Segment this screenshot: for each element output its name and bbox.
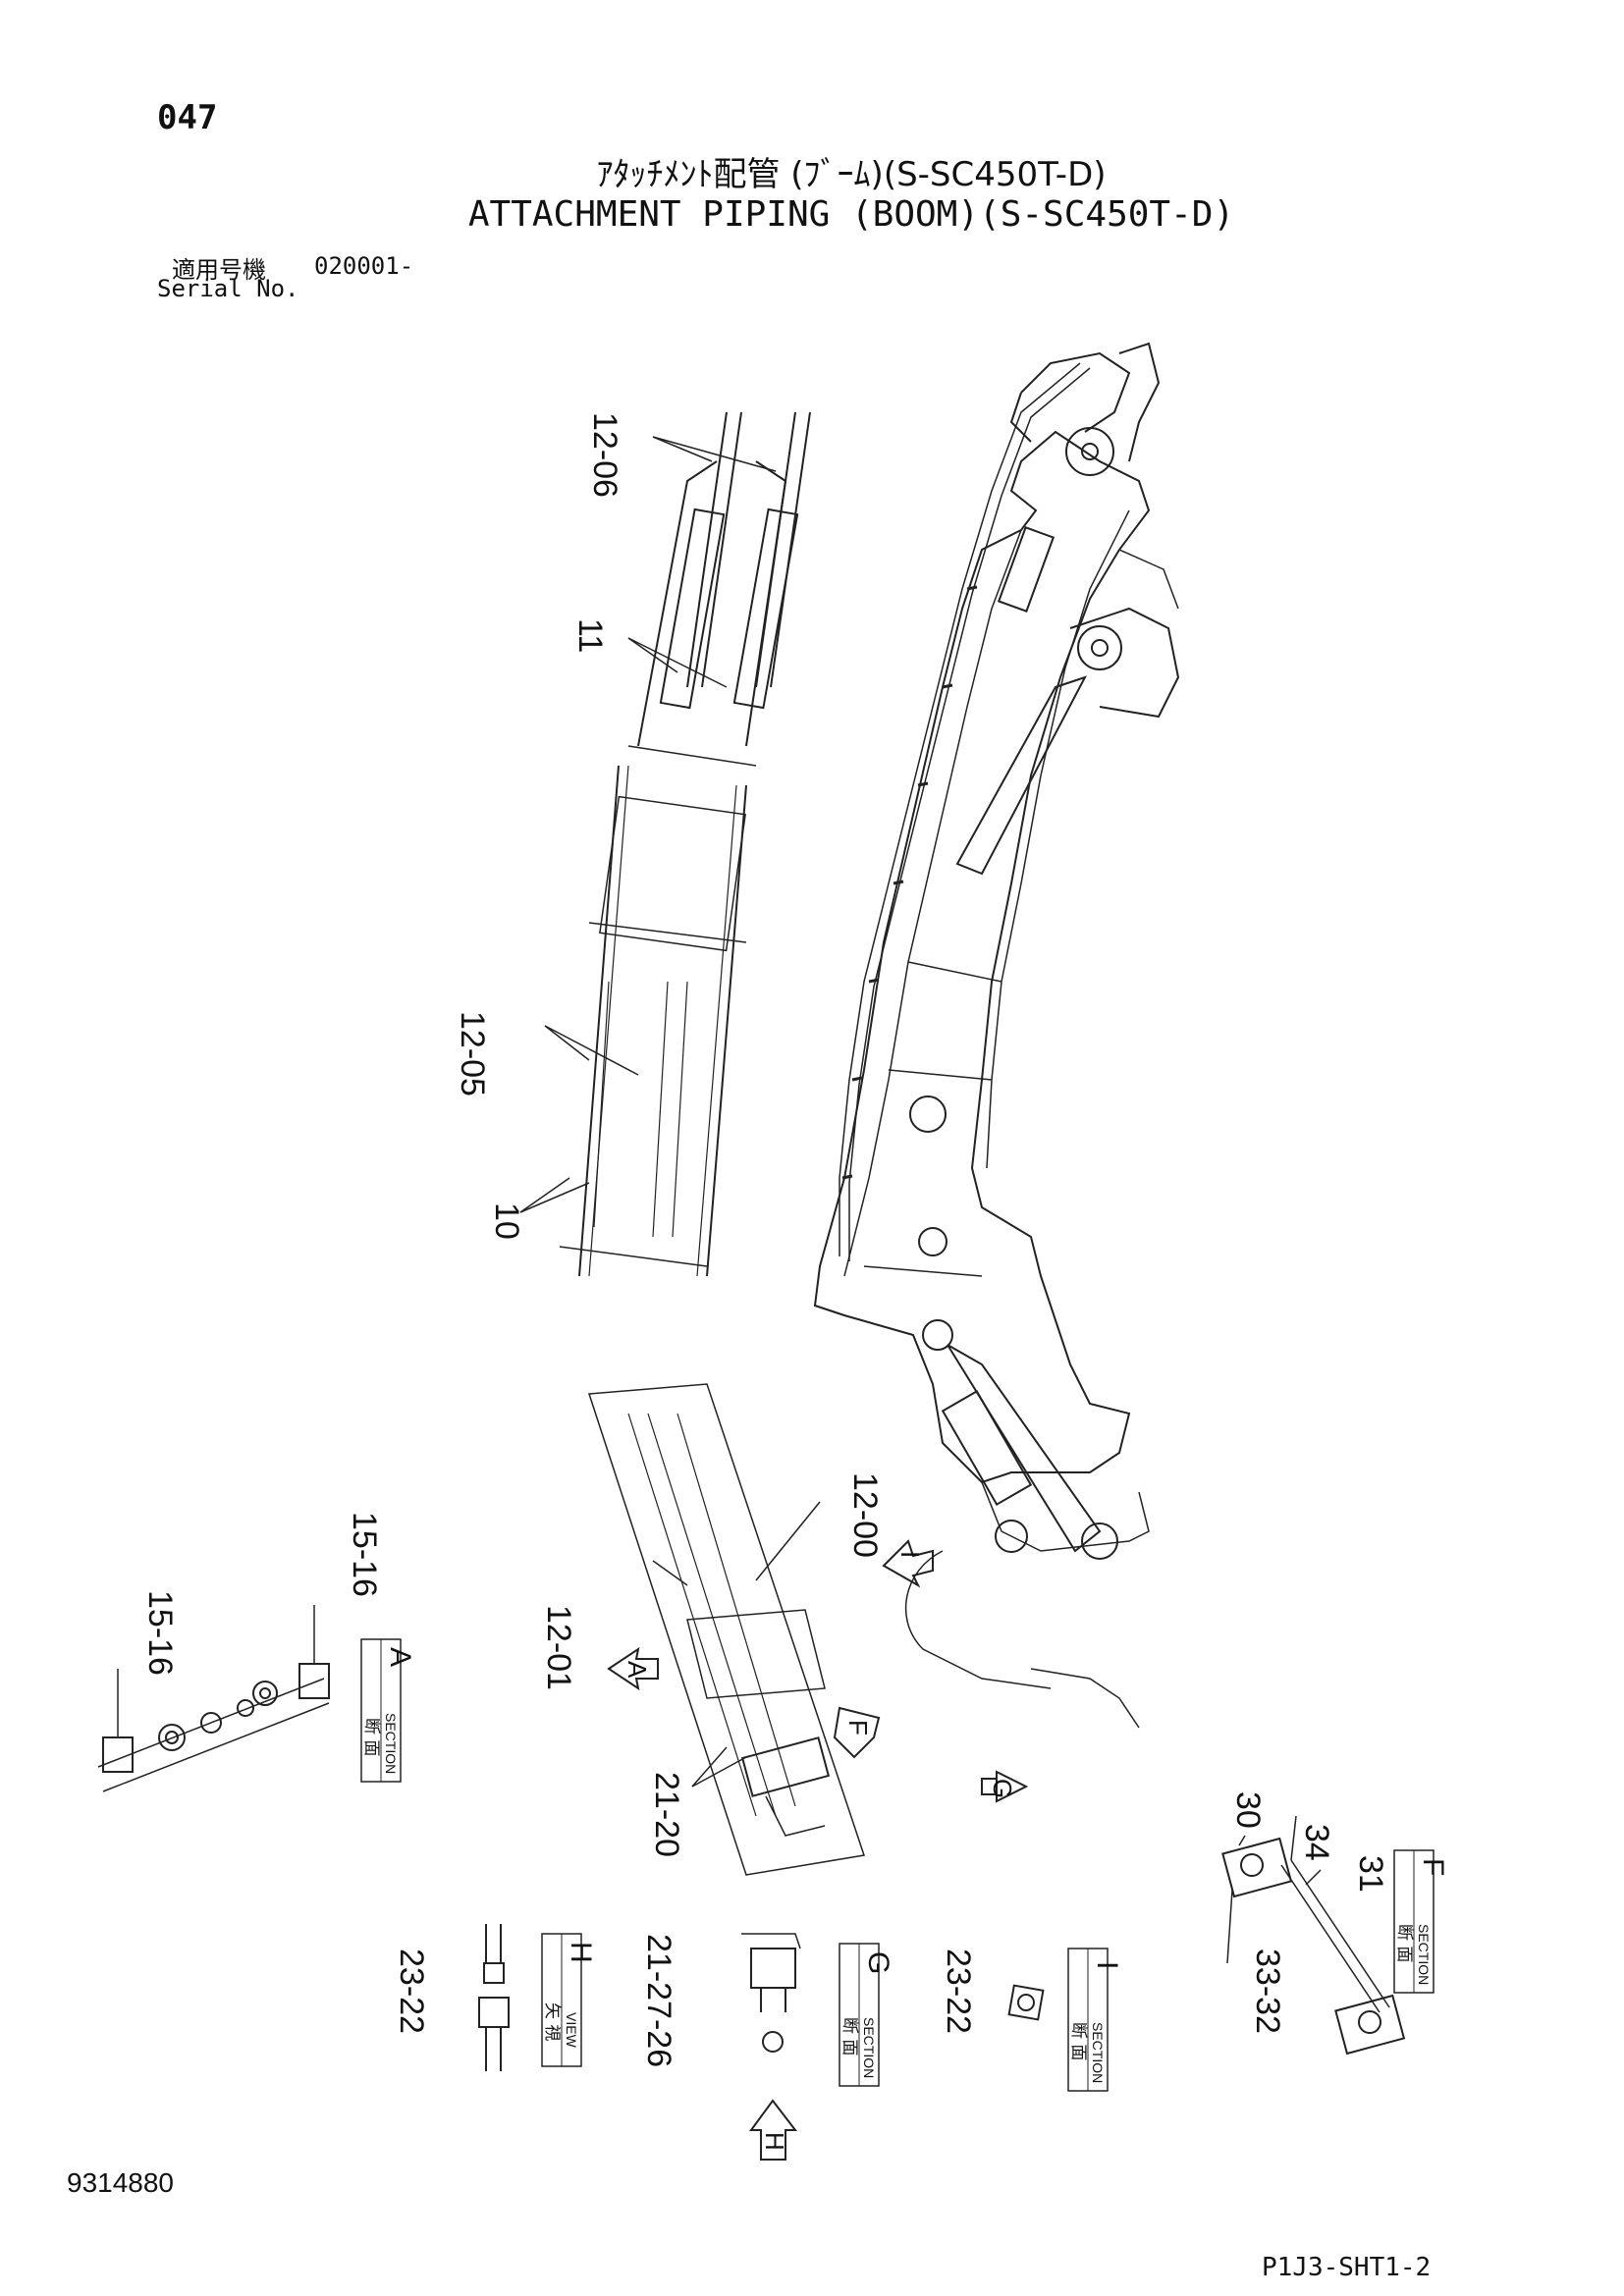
section-a-detail <box>97 1605 330 1792</box>
ref-31: 31 <box>1352 1855 1389 1893</box>
section-box-g <box>839 1943 880 2087</box>
ref-12-01: 12-01 <box>540 1605 577 1690</box>
section-i-letter: I <box>1091 1961 1123 1969</box>
ref-30: 30 <box>1229 1791 1267 1829</box>
ref-12-00: 12-00 <box>846 1472 884 1558</box>
section-f-detail <box>1221 1815 1406 2056</box>
ref-12-05: 12-05 <box>454 1011 491 1096</box>
ref-12-06: 12-06 <box>586 412 623 498</box>
ref-34: 34 <box>1298 1824 1335 1861</box>
view-arrow-a <box>607 1646 659 1691</box>
page-number: 047 <box>157 98 218 137</box>
view-arrow-f <box>833 1706 881 1759</box>
section-box-h <box>541 1933 582 2067</box>
view-arrow-g-letter: G <box>988 1779 1017 1798</box>
serial-label-english: Serial No. <box>157 275 299 302</box>
section-g-en: SECTION <box>861 2017 877 2078</box>
sheet-code: P1J3-SHT1-2 <box>1262 2253 1432 2282</box>
title-japanese: ｱﾀｯﾁﾒﾝﾄ配管 (ﾌﾞｰﾑ)(S-SC450T-D) <box>596 155 1107 194</box>
ref-21-27-26: 21-27-26 <box>640 1934 677 2067</box>
section-a-letter: A <box>384 1647 416 1667</box>
section-a-en: SECTION <box>383 1713 399 1774</box>
serial-label-japanese: 適用号機 <box>172 256 266 284</box>
title-english: ATTACHMENT PIPING (BOOM)(S-SC450T-D) <box>467 194 1235 235</box>
ref-10: 10 <box>488 1202 525 1240</box>
ref-15-16-left: 15-16 <box>141 1590 179 1676</box>
section-h-en: VIEW <box>564 2012 579 2049</box>
section-i-jp: 断 面 <box>1068 2022 1088 2060</box>
section-g-jp: 断 面 <box>839 2017 859 2056</box>
section-a-jp: 断 面 <box>361 1718 381 1756</box>
serial-value: 020001- <box>314 252 414 280</box>
section-box-a <box>360 1638 402 1783</box>
section-i-en: SECTION <box>1090 2022 1106 2083</box>
ref-15-16-right: 15-16 <box>346 1512 383 1597</box>
view-arrow-i-letter: I <box>895 1551 925 1558</box>
view-arrow-g <box>981 1770 1029 1803</box>
section-g-detail <box>741 1933 801 2053</box>
view-arrow-f-letter: F <box>843 1720 873 1735</box>
view-arrow-h <box>749 2099 798 2161</box>
section-f-en: SECTION <box>1416 1924 1432 1985</box>
view-h-detail <box>478 1924 510 2071</box>
ref-33-32: 33-32 <box>1249 1949 1286 2034</box>
view-arrow-i <box>882 1539 934 1588</box>
boom-detail-upper <box>519 411 811 1277</box>
view-arrow-a-letter: A <box>623 1661 652 1679</box>
section-box-f <box>1393 1849 1435 1994</box>
view-arrow-h-letter: H <box>760 2132 789 2151</box>
ref-23-22-section: 23-22 <box>940 1949 977 2034</box>
section-g-letter: G <box>862 1951 894 1974</box>
ref-23-22-view: 23-22 <box>393 1949 430 2034</box>
ref-11: 11 <box>571 618 609 653</box>
section-h-letter: H <box>565 1942 597 1963</box>
section-h-jp: 矢 視 <box>542 2002 562 2041</box>
section-f-jp: 断 面 <box>1394 1924 1414 1962</box>
ref-21-20: 21-20 <box>648 1772 685 1857</box>
section-i-detail <box>1007 1984 1045 2021</box>
section-box-i <box>1067 1948 1109 2092</box>
boom-foot-detail <box>587 1383 865 1876</box>
boom-assembly <box>813 342 1180 1729</box>
section-f-letter: F <box>1417 1858 1449 1876</box>
drawing-number: 9314880 <box>67 2167 175 2198</box>
